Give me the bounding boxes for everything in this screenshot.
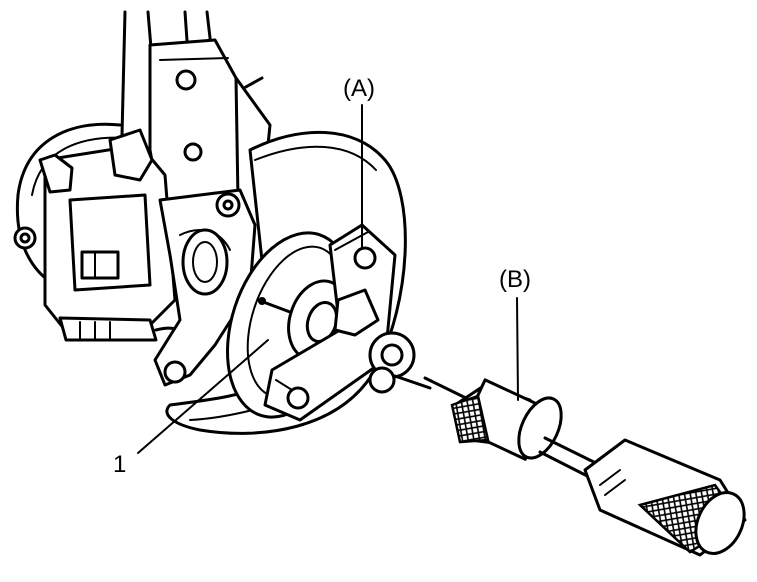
callout-part-1: 1 — [113, 451, 127, 478]
callout-tool-a: (A) — [343, 75, 375, 102]
steering-knuckle — [153, 188, 257, 387]
brake-caliper — [13, 128, 192, 347]
leader-lines — [137, 104, 519, 454]
leader-line-1 — [137, 339, 269, 454]
leader-line-b — [516, 297, 519, 401]
callout-tool-b: (B) — [499, 266, 531, 293]
sliding-hammer-b — [423, 376, 747, 557]
hub-puller-bracket-a — [263, 223, 432, 422]
